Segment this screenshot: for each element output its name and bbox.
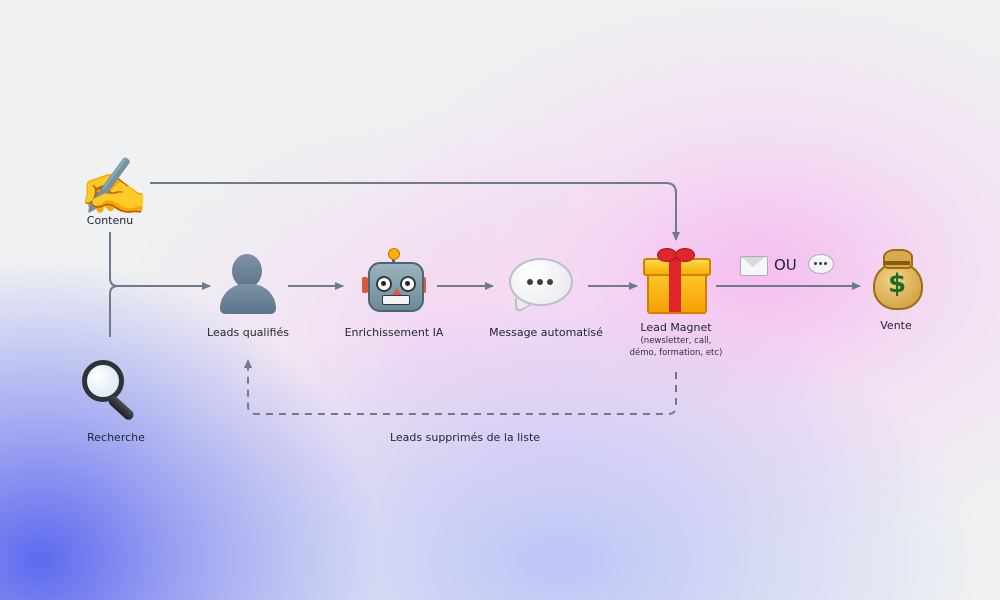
leads-label: Leads qualifiés <box>207 326 289 339</box>
loop-label: Leads supprimés de la liste <box>389 431 541 444</box>
lead-magnet-sublabel-2: démo, formation, etc) <box>629 348 723 358</box>
line-contenu-down <box>109 232 119 287</box>
message-label: Message automatisé <box>489 326 603 339</box>
lead-magnet-title: Lead Magnet <box>640 321 712 334</box>
enrichissement-label: Enrichissement IA <box>344 326 444 339</box>
writing-hand-icon: ✍️ <box>79 155 149 220</box>
lead-magnet-sublabel-1: (newsletter, call, <box>640 336 712 346</box>
line-recherche-up <box>109 285 119 337</box>
contenu-label: Contenu <box>86 214 134 227</box>
lead-magnet-label: Lead Magnet (newsletter, call, démo, for… <box>630 321 723 359</box>
recherche-label: Recherche <box>87 431 145 444</box>
vente-label: Vente <box>880 319 912 332</box>
arrow-contenu-to-lead-magnet <box>150 182 680 241</box>
dashed-loop-back <box>244 359 677 415</box>
channel-separator: OU <box>774 256 797 274</box>
